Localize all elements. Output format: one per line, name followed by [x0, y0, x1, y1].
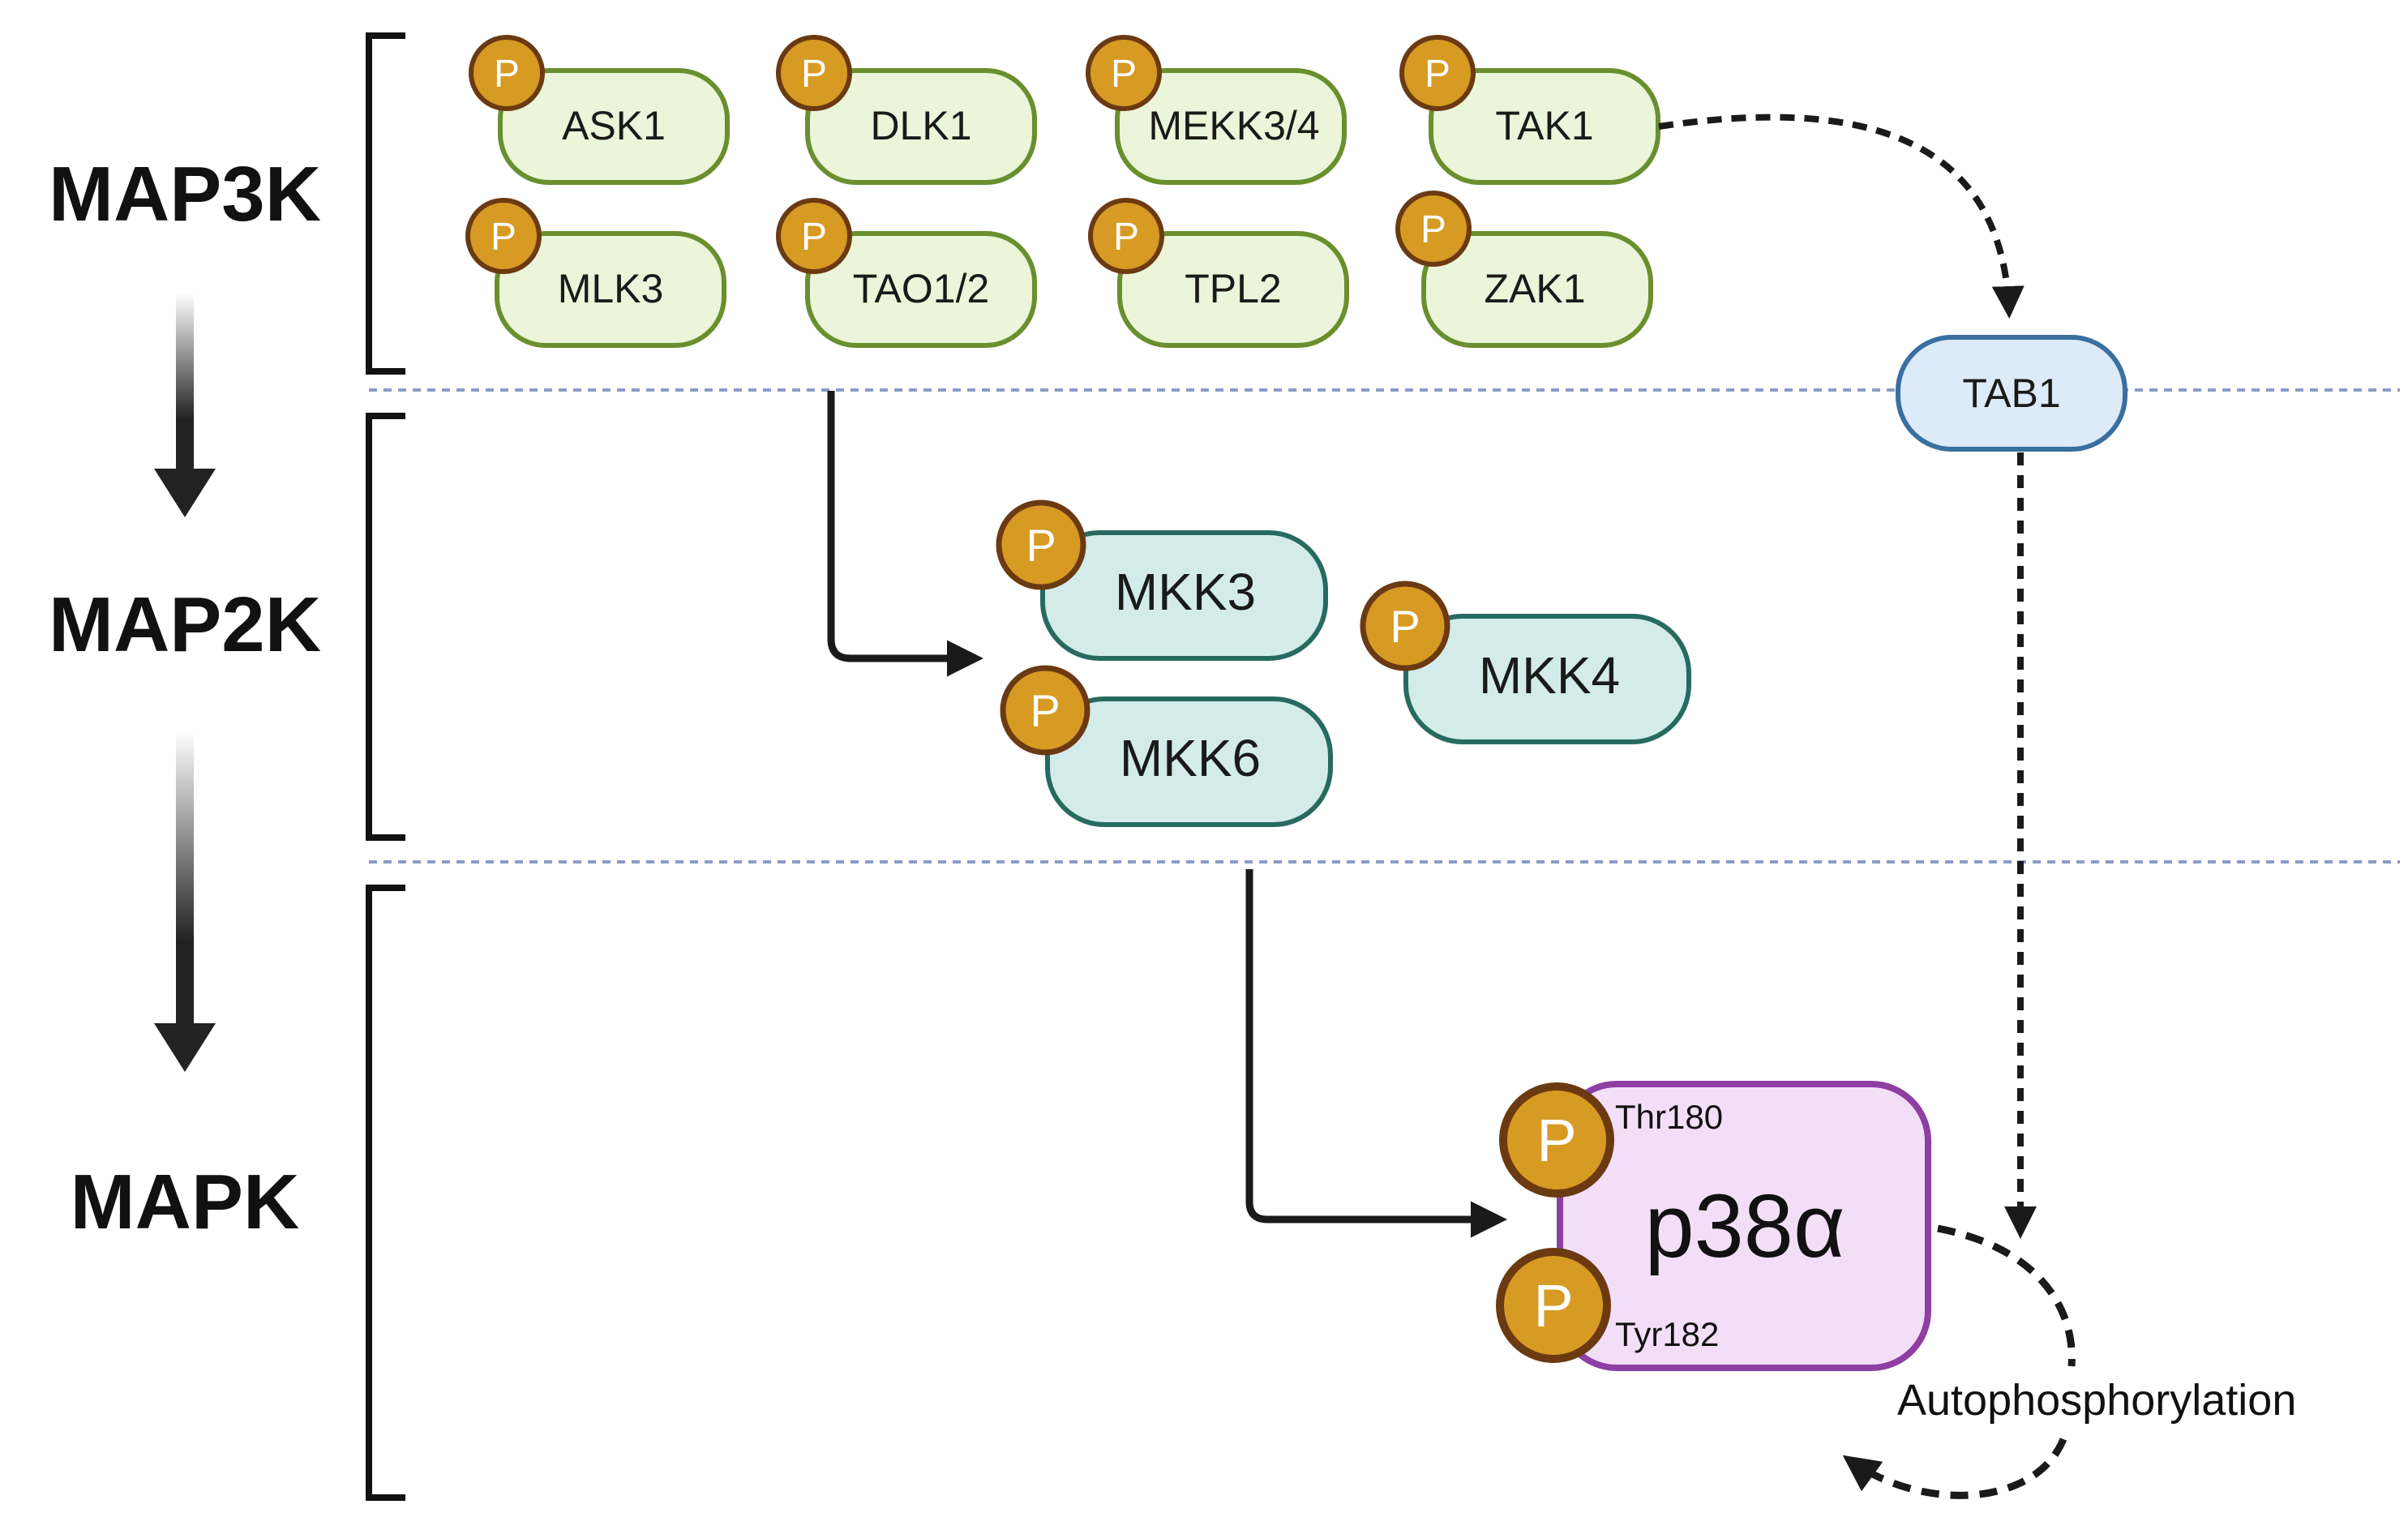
svg-text:P: P	[1113, 216, 1139, 259]
phospho-icon	[996, 499, 1086, 590]
map2k-node-mkk6: P MKK6	[1000, 665, 1333, 827]
phospho-icon	[776, 35, 852, 111]
autophosphorylation-label: Autophosphorylation	[1897, 1376, 2296, 1425]
arrow-map3k-to-mkk	[827, 391, 983, 677]
map3k-node-zak1: P ZAK1	[1395, 191, 1653, 348]
svg-text:P: P	[491, 216, 516, 259]
svg-text:P: P	[1030, 685, 1060, 736]
map2k-node-mkk3: P MKK3	[996, 499, 1328, 661]
p38-alpha-label: p38α	[1644, 1176, 1845, 1276]
phospho-icon	[469, 35, 545, 111]
phospho-icon	[1395, 191, 1472, 267]
svg-text:P: P	[1533, 1272, 1573, 1339]
map3k-node-label: TPL2	[1185, 266, 1282, 311]
map3k-node-tak1: P TAK1	[1399, 35, 1660, 185]
phospho-icon	[1399, 35, 1476, 111]
tier-label-map2k: MAP2K	[49, 581, 321, 668]
map3k-node-mekk3-4: P MEKK3/4	[1086, 35, 1347, 185]
tier-label-mapk: MAPK	[71, 1159, 300, 1245]
bracket-map2k	[366, 413, 405, 841]
map3k-node-label: TAK1	[1495, 103, 1593, 148]
flow-arrow-map2k-to-mapk	[154, 731, 216, 1072]
svg-text:P: P	[1536, 1107, 1576, 1174]
phospho-icon	[1000, 665, 1090, 756]
map3k-node-mlk3: P MLK3	[465, 198, 726, 348]
tab1-node: TAB1	[1896, 335, 2127, 452]
map3k-node-tpl2: P TPL2	[1088, 198, 1349, 348]
phospho-icon-thr180	[1499, 1082, 1614, 1198]
map3k-node-label: DLK1	[870, 103, 971, 148]
svg-text:P: P	[1420, 208, 1446, 251]
svg-text:P: P	[1026, 520, 1056, 571]
flow-arrow-map3k-to-map2k	[154, 294, 216, 517]
phospho-icon	[465, 198, 542, 274]
bracket-mapk	[366, 885, 405, 1501]
arrow-mkk-to-p38	[1245, 869, 1507, 1238]
p38-alpha-node: p38α P P Thr180 Tyr182	[1496, 1081, 1931, 1371]
phospho-icon-tyr182	[1496, 1248, 1611, 1363]
map2k-node-label: MKK3	[1115, 563, 1256, 621]
map3k-node-ask1: P ASK1	[469, 35, 730, 185]
svg-text:P: P	[1390, 601, 1420, 652]
map3k-node-label: TAO1/2	[853, 266, 990, 311]
phospho-icon	[1088, 198, 1164, 274]
dashed-arrow-tak1-to-tab1	[1658, 114, 2025, 319]
autophosphorylation-arrow-return	[1842, 1438, 2067, 1499]
autophosphorylation-arrow	[1937, 1224, 2076, 1367]
map3k-node-label: ZAK1	[1484, 266, 1585, 311]
bracket-map3k	[366, 32, 405, 375]
site-label-tyr182: Tyr182	[1615, 1315, 1719, 1353]
svg-text:P: P	[801, 53, 827, 96]
map3k-node-label: ASK1	[562, 103, 666, 148]
tab1-label: TAB1	[1962, 371, 2060, 416]
map3k-node-label: MLK3	[558, 266, 664, 311]
site-label-thr180: Thr180	[1615, 1098, 1723, 1136]
phospho-icon	[1086, 35, 1162, 111]
phospho-icon	[776, 198, 852, 274]
phospho-icon	[1360, 581, 1450, 671]
svg-text:P: P	[1111, 53, 1137, 96]
svg-text:P: P	[1425, 53, 1450, 96]
map3k-node-dlk1: P DLK1	[776, 35, 1037, 185]
map3k-node-tao1-2: P TAO1/2	[776, 198, 1037, 348]
tier-label-map3k: MAP3K	[49, 151, 321, 238]
map2k-node-mkk4: P MKK4	[1360, 581, 1691, 744]
map2k-node-label: MKK6	[1120, 729, 1261, 787]
svg-text:P: P	[801, 216, 827, 259]
map3k-node-label: MEKK3/4	[1148, 103, 1319, 148]
svg-text:P: P	[494, 53, 520, 96]
map2k-node-label: MKK4	[1479, 646, 1620, 705]
